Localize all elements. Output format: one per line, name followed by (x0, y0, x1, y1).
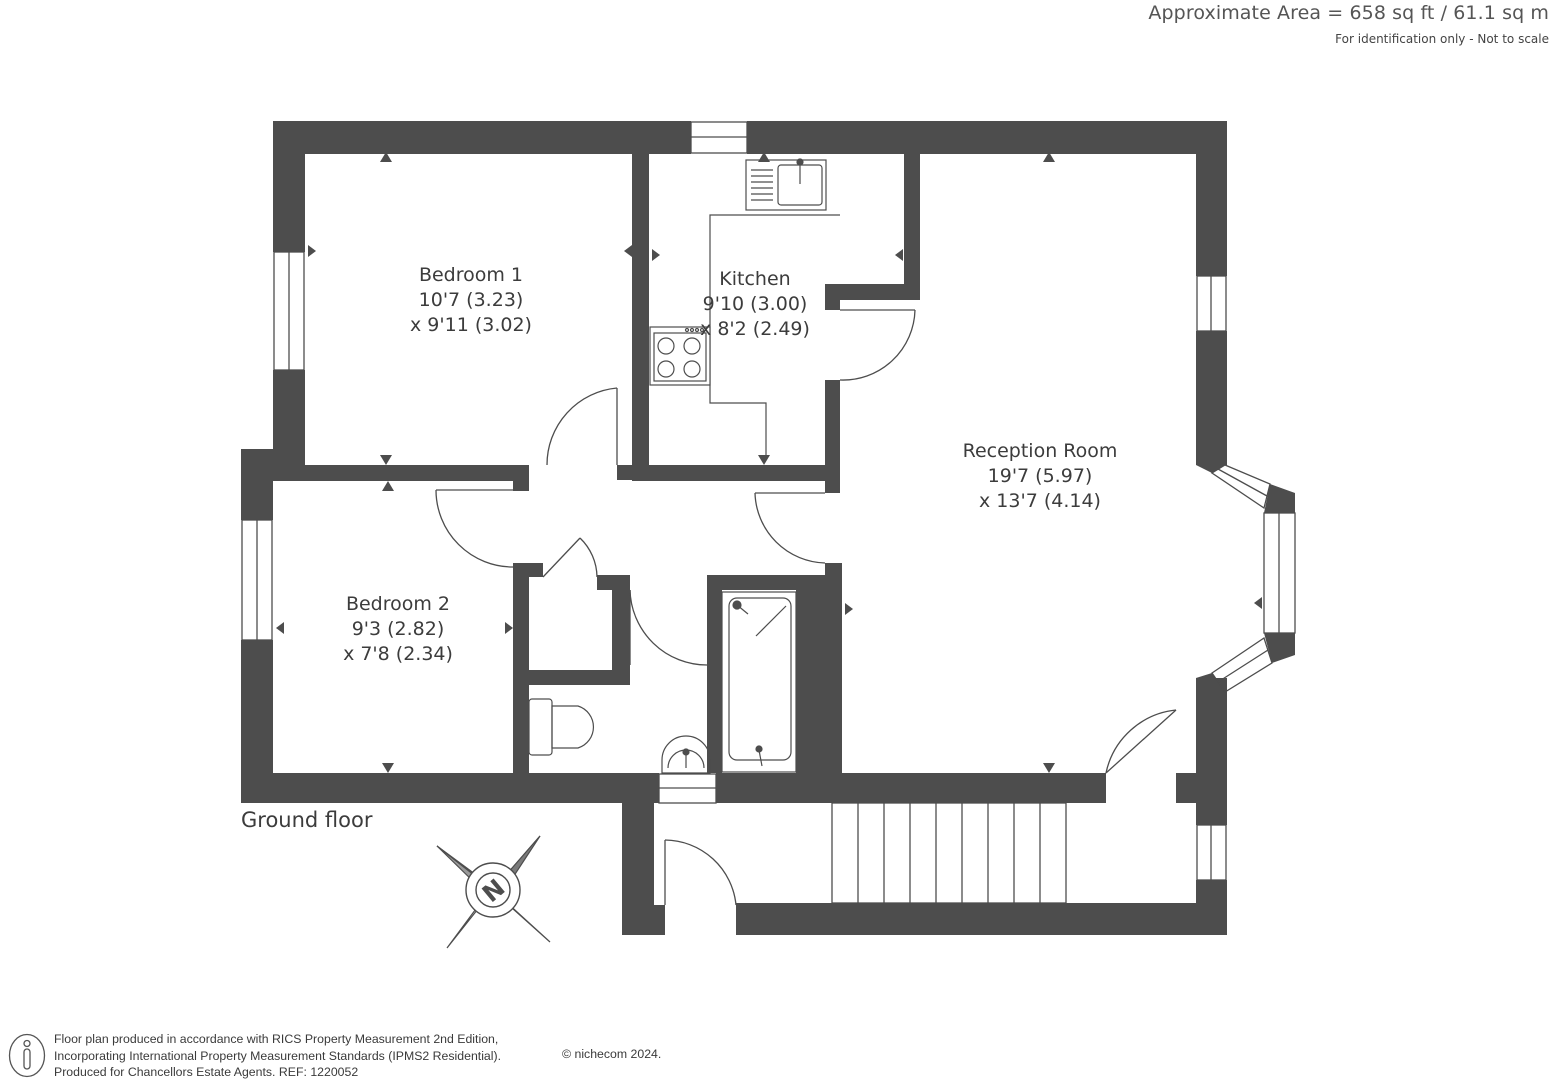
room-bedroom-2: Bedroom 2 9'3 (2.82) x 7'8 (2.34) (343, 593, 453, 665)
kitchen-dim1: 9'10 (3.00) (703, 293, 808, 315)
kitchen-counter (709, 214, 840, 455)
reception-dim1: 19'7 (5.97) (988, 465, 1093, 487)
room-kitchen: Kitchen 9'10 (3.00) x 8'2 (2.49) (700, 268, 810, 340)
reception-name: Reception Room (963, 440, 1118, 462)
dimension-arrows (276, 152, 1262, 773)
sink-icon (745, 158, 827, 211)
bedroom-1-dim1: 10'7 (3.23) (419, 289, 524, 311)
bedroom-2-dim1: 9'3 (2.82) (352, 618, 445, 640)
bedroom-1-name: Bedroom 1 (419, 264, 523, 286)
bedroom-2-dim2: x 7'8 (2.34) (343, 643, 453, 665)
bedroom-2-name: Bedroom 2 (346, 593, 450, 615)
approximate-area: Approximate Area = 658 sq ft / 61.1 sq m (1148, 2, 1549, 24)
compass-icon: N (436, 835, 551, 949)
bedroom-1-dim2: x 9'11 (3.02) (410, 314, 532, 336)
walls (241, 121, 1295, 935)
hob-icon (649, 326, 711, 386)
toilet-icon (528, 698, 594, 756)
kitchen-dim2: x 8'2 (2.49) (700, 318, 810, 340)
info-person-icon (8, 1033, 46, 1078)
scale-note: For identification only - Not to scale (1335, 32, 1549, 46)
basin-icon (661, 735, 711, 774)
footer-line-1: Floor plan produced in accordance with R… (54, 1032, 499, 1046)
footer-text: Floor plan produced in accordance with R… (54, 1031, 501, 1081)
room-reception: Reception Room 19'7 (5.97) x 13'7 (4.14) (963, 440, 1118, 512)
bath-icon (721, 591, 797, 773)
room-bedroom-1: Bedroom 1 10'7 (3.23) x 9'11 (3.02) (410, 264, 532, 336)
doors (435, 309, 1177, 906)
footer-line-2: Incorporating International Property Mea… (54, 1048, 502, 1063)
stairs (831, 802, 1067, 904)
copyright: © nichecom 2024. (562, 1047, 662, 1061)
kitchen-name: Kitchen (719, 268, 790, 290)
floor-label: Ground floor (241, 808, 373, 832)
windows (241, 121, 1296, 881)
footer-line-3: Produced for Chancellors Estate Agents. … (54, 1065, 359, 1079)
reception-dim2: x 13'7 (4.14) (979, 490, 1101, 512)
